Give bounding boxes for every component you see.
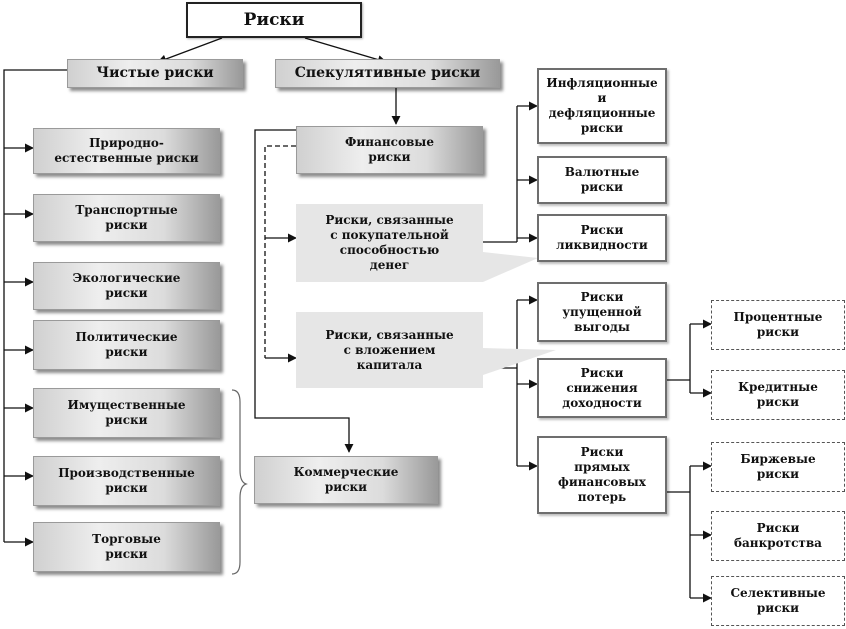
root-node: Риски: [186, 2, 362, 38]
interest-risks-node: Процентные риски: [711, 300, 845, 350]
pure-trunk: [3, 69, 67, 542]
grouping-brace: [231, 389, 248, 575]
currency-risks-node: Валютные риски: [537, 156, 667, 204]
property-risks-node: Имущественные риски: [33, 388, 220, 438]
trade-risks-node: Торговые риски: [33, 522, 220, 572]
natural-risks-node: Природно- естественные риски: [33, 128, 220, 174]
commercial-risks-node: Коммерческие риски: [254, 456, 438, 504]
commercial-trunk: [254, 129, 354, 453]
lost-profit-risks-node: Риски упущенной выгоды: [537, 282, 667, 342]
link-root-speculative: [304, 37, 387, 65]
link-root-pure: [157, 37, 223, 64]
political-risks-node: Политические риски: [33, 320, 220, 370]
direct-loss-risks-node: Риски прямых финансовых потерь: [537, 436, 667, 514]
inflation-risks-node: Инфляционные и дефляционные риски: [537, 68, 667, 144]
financial-risks-node: Финансовые риски: [296, 126, 483, 174]
callout-wedge-purchasing: [483, 252, 538, 282]
bankruptcy-risks-node: Риски банкротства: [711, 511, 845, 561]
ecological-risks-node: Экологические риски: [33, 262, 220, 310]
transport-risks-node: Транспортные риски: [33, 194, 220, 242]
selective-risks-node: Селективные риски: [711, 576, 845, 626]
callout-wedge-investment: [483, 348, 556, 375]
liquidity-risks-node: Риски ликвидности: [537, 214, 667, 262]
exchange-risks-node: Биржевые риски: [711, 442, 845, 492]
purchasing-power-risks-node: Риски, связанные с покупательной способн…: [296, 204, 483, 282]
investment-risks-node: Риски, связанные с вложением капитала: [296, 312, 483, 388]
financial-dashed-trunk: [264, 145, 296, 358]
pure-risks-header: Чистые риски: [67, 59, 243, 88]
profitability-decline-risks-node: Риски снижения доходности: [537, 358, 667, 418]
speculative-risks-header: Спекулятивные риски: [275, 59, 500, 88]
credit-risks-node: Кредитные риски: [711, 370, 845, 420]
production-risks-node: Производственные риски: [33, 456, 220, 506]
